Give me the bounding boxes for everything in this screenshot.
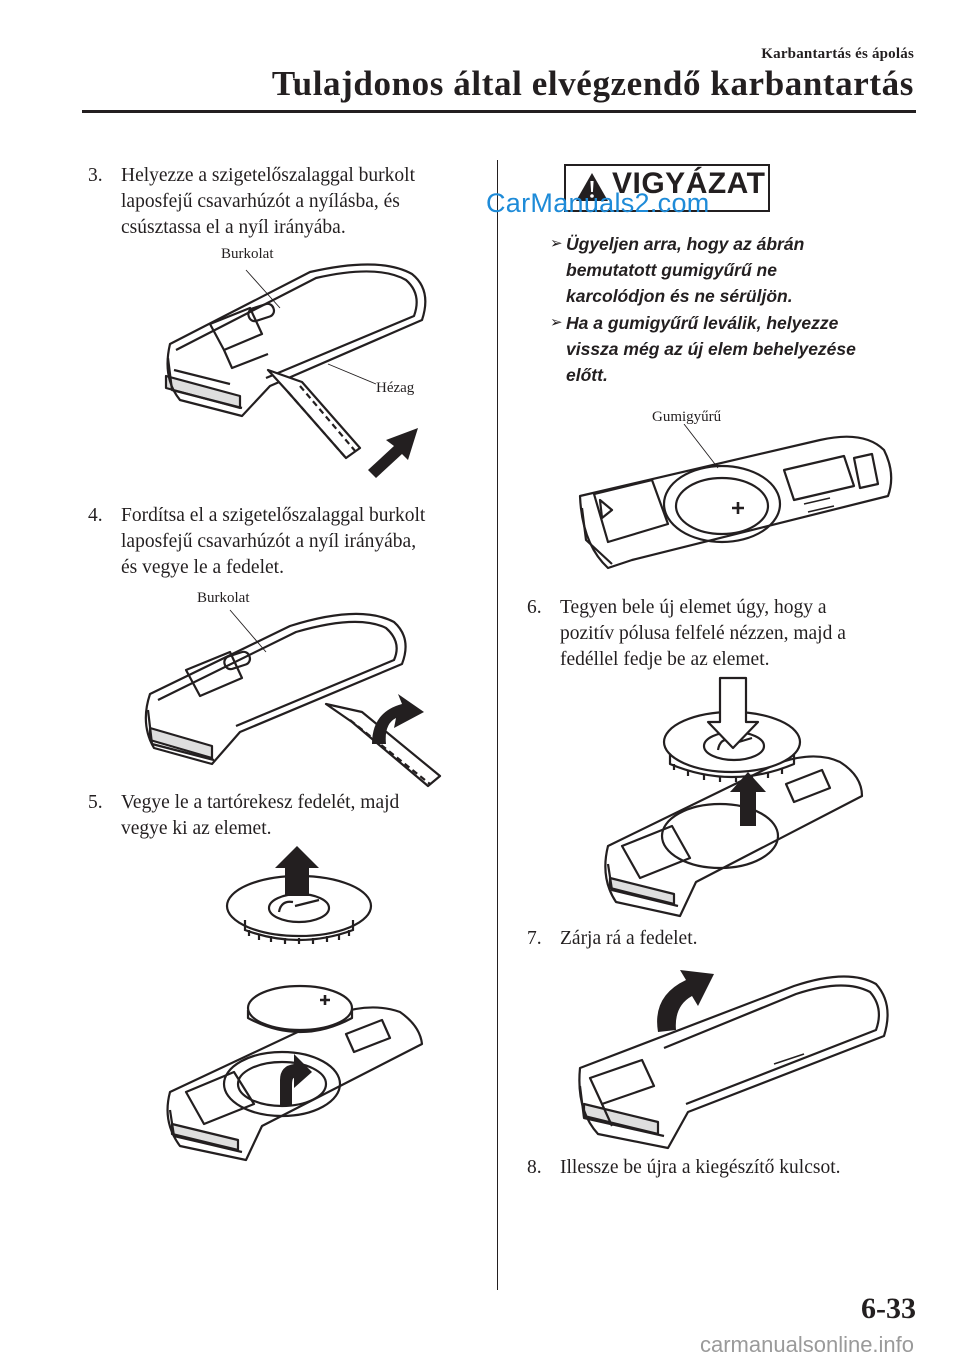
warning-triangle-icon <box>576 173 608 201</box>
label-cover: Burkolat <box>221 246 274 262</box>
caution-heading: VIGYÁZAT <box>612 167 766 200</box>
caution-line: karcolódjon és ne sérüljön. <box>566 286 793 306</box>
step-line: csúsztassa el a nyíl irányába. <box>121 217 346 238</box>
figure-lift-lid <box>225 846 373 944</box>
figure-insert-battery <box>604 676 864 918</box>
arrow-bullet-icon: ➢ <box>550 235 563 252</box>
step-number: 5. <box>88 792 103 813</box>
caution-box <box>564 164 770 212</box>
figure-close-cover <box>578 970 889 1150</box>
section-title: Karbantartás és ápolás <box>761 46 914 62</box>
step-5: 5. Vegye le a tartórekesz fedelét, majd … <box>88 790 399 842</box>
label-rubber-ring: Gumigyűrű <box>652 409 722 425</box>
caution-item: ➢ Ha a gumigyűrű leválik, helyezze vissz… <box>550 310 896 388</box>
label-gap: Hézag <box>376 380 415 396</box>
step-number: 6. <box>527 597 542 618</box>
step-line: Tegyen bele új elemet úgy, hogy a <box>560 597 827 618</box>
footer-watermark: carmanualsonline.info <box>700 1332 915 1357</box>
step-line: Helyezze a szigetelőszalaggal burkolt <box>121 165 415 186</box>
step-line: fedéllel fedje be az elemet. <box>560 649 770 670</box>
arrow-bullet-icon: ➢ <box>550 314 563 331</box>
figure-rubber-ring <box>578 424 893 570</box>
step-line: laposfejű csavarhúzót a nyíl irányába, <box>121 531 417 552</box>
caution-line: bemutatott gumigyűrű ne <box>566 260 777 280</box>
step-number: 4. <box>88 505 103 526</box>
step-7: 7. Zárja rá a fedelet. <box>527 926 697 952</box>
step-8: 8. Illessze be újra a kiegészítő kulcsot… <box>527 1155 840 1181</box>
figure-insert-screwdriver <box>164 263 427 478</box>
caution-line: előtt. <box>566 365 608 385</box>
step-line: laposfejű csavarhúzót a nyílásba, és <box>121 191 400 212</box>
step-line: vegye ki az elemet. <box>121 818 272 839</box>
step-line: Zárja rá a fedelet. <box>560 928 698 949</box>
page-number: 6-33 <box>861 1292 916 1325</box>
figure-remove-cover <box>144 609 442 788</box>
label-cover: Burkolat <box>197 590 250 606</box>
caution-line: Ügyeljen arra, hogy az ábrán <box>566 234 805 254</box>
watermark: CarManuals2.com <box>486 188 710 218</box>
step-line: Vegye le a tartórekesz fedelét, majd <box>121 792 400 813</box>
header-rule <box>82 110 916 113</box>
caution-item: ➢ Ügyeljen arra, hogy az ábrán bemutatot… <box>550 231 896 309</box>
caution-line: vissza még az új elem behelyezése <box>566 339 856 359</box>
step-line: pozitív pólusa felfelé nézzen, majd a <box>560 623 846 644</box>
step-number: 3. <box>88 165 103 186</box>
chapter-title: Tulajdonos által elvégzendő karbantartás <box>271 64 914 103</box>
step-number: 7. <box>527 928 542 949</box>
figure-remove-battery <box>166 984 424 1162</box>
caution-line: Ha a gumigyűrű leválik, helyezze <box>566 313 839 333</box>
step-number: 8. <box>527 1157 542 1178</box>
column-divider <box>497 160 498 1290</box>
step-line: Illessze be újra a kiegészítő kulcsot. <box>560 1157 841 1178</box>
step-4: 4. Fordítsa el a szigetelőszalaggal burk… <box>88 503 425 581</box>
step-6: 6. Tegyen bele új elemet úgy, hogy a poz… <box>527 595 846 673</box>
step-3: 3. Helyezze a szigetelőszalaggal burkolt… <box>88 163 415 241</box>
step-line: és vegye le a fedelet. <box>121 557 284 578</box>
step-line: Fordítsa el a szigetelőszalaggal burkolt <box>121 505 426 526</box>
